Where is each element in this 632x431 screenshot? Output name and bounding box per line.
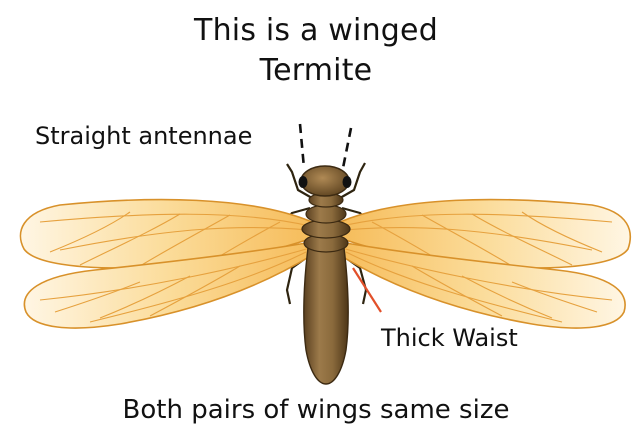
antennae <box>300 124 351 168</box>
termite-body <box>299 166 352 384</box>
wings-caption: Both pairs of wings same size <box>0 395 632 425</box>
antennae-label: Straight antennae <box>35 122 252 150</box>
waist-label: Thick Waist <box>381 324 518 352</box>
